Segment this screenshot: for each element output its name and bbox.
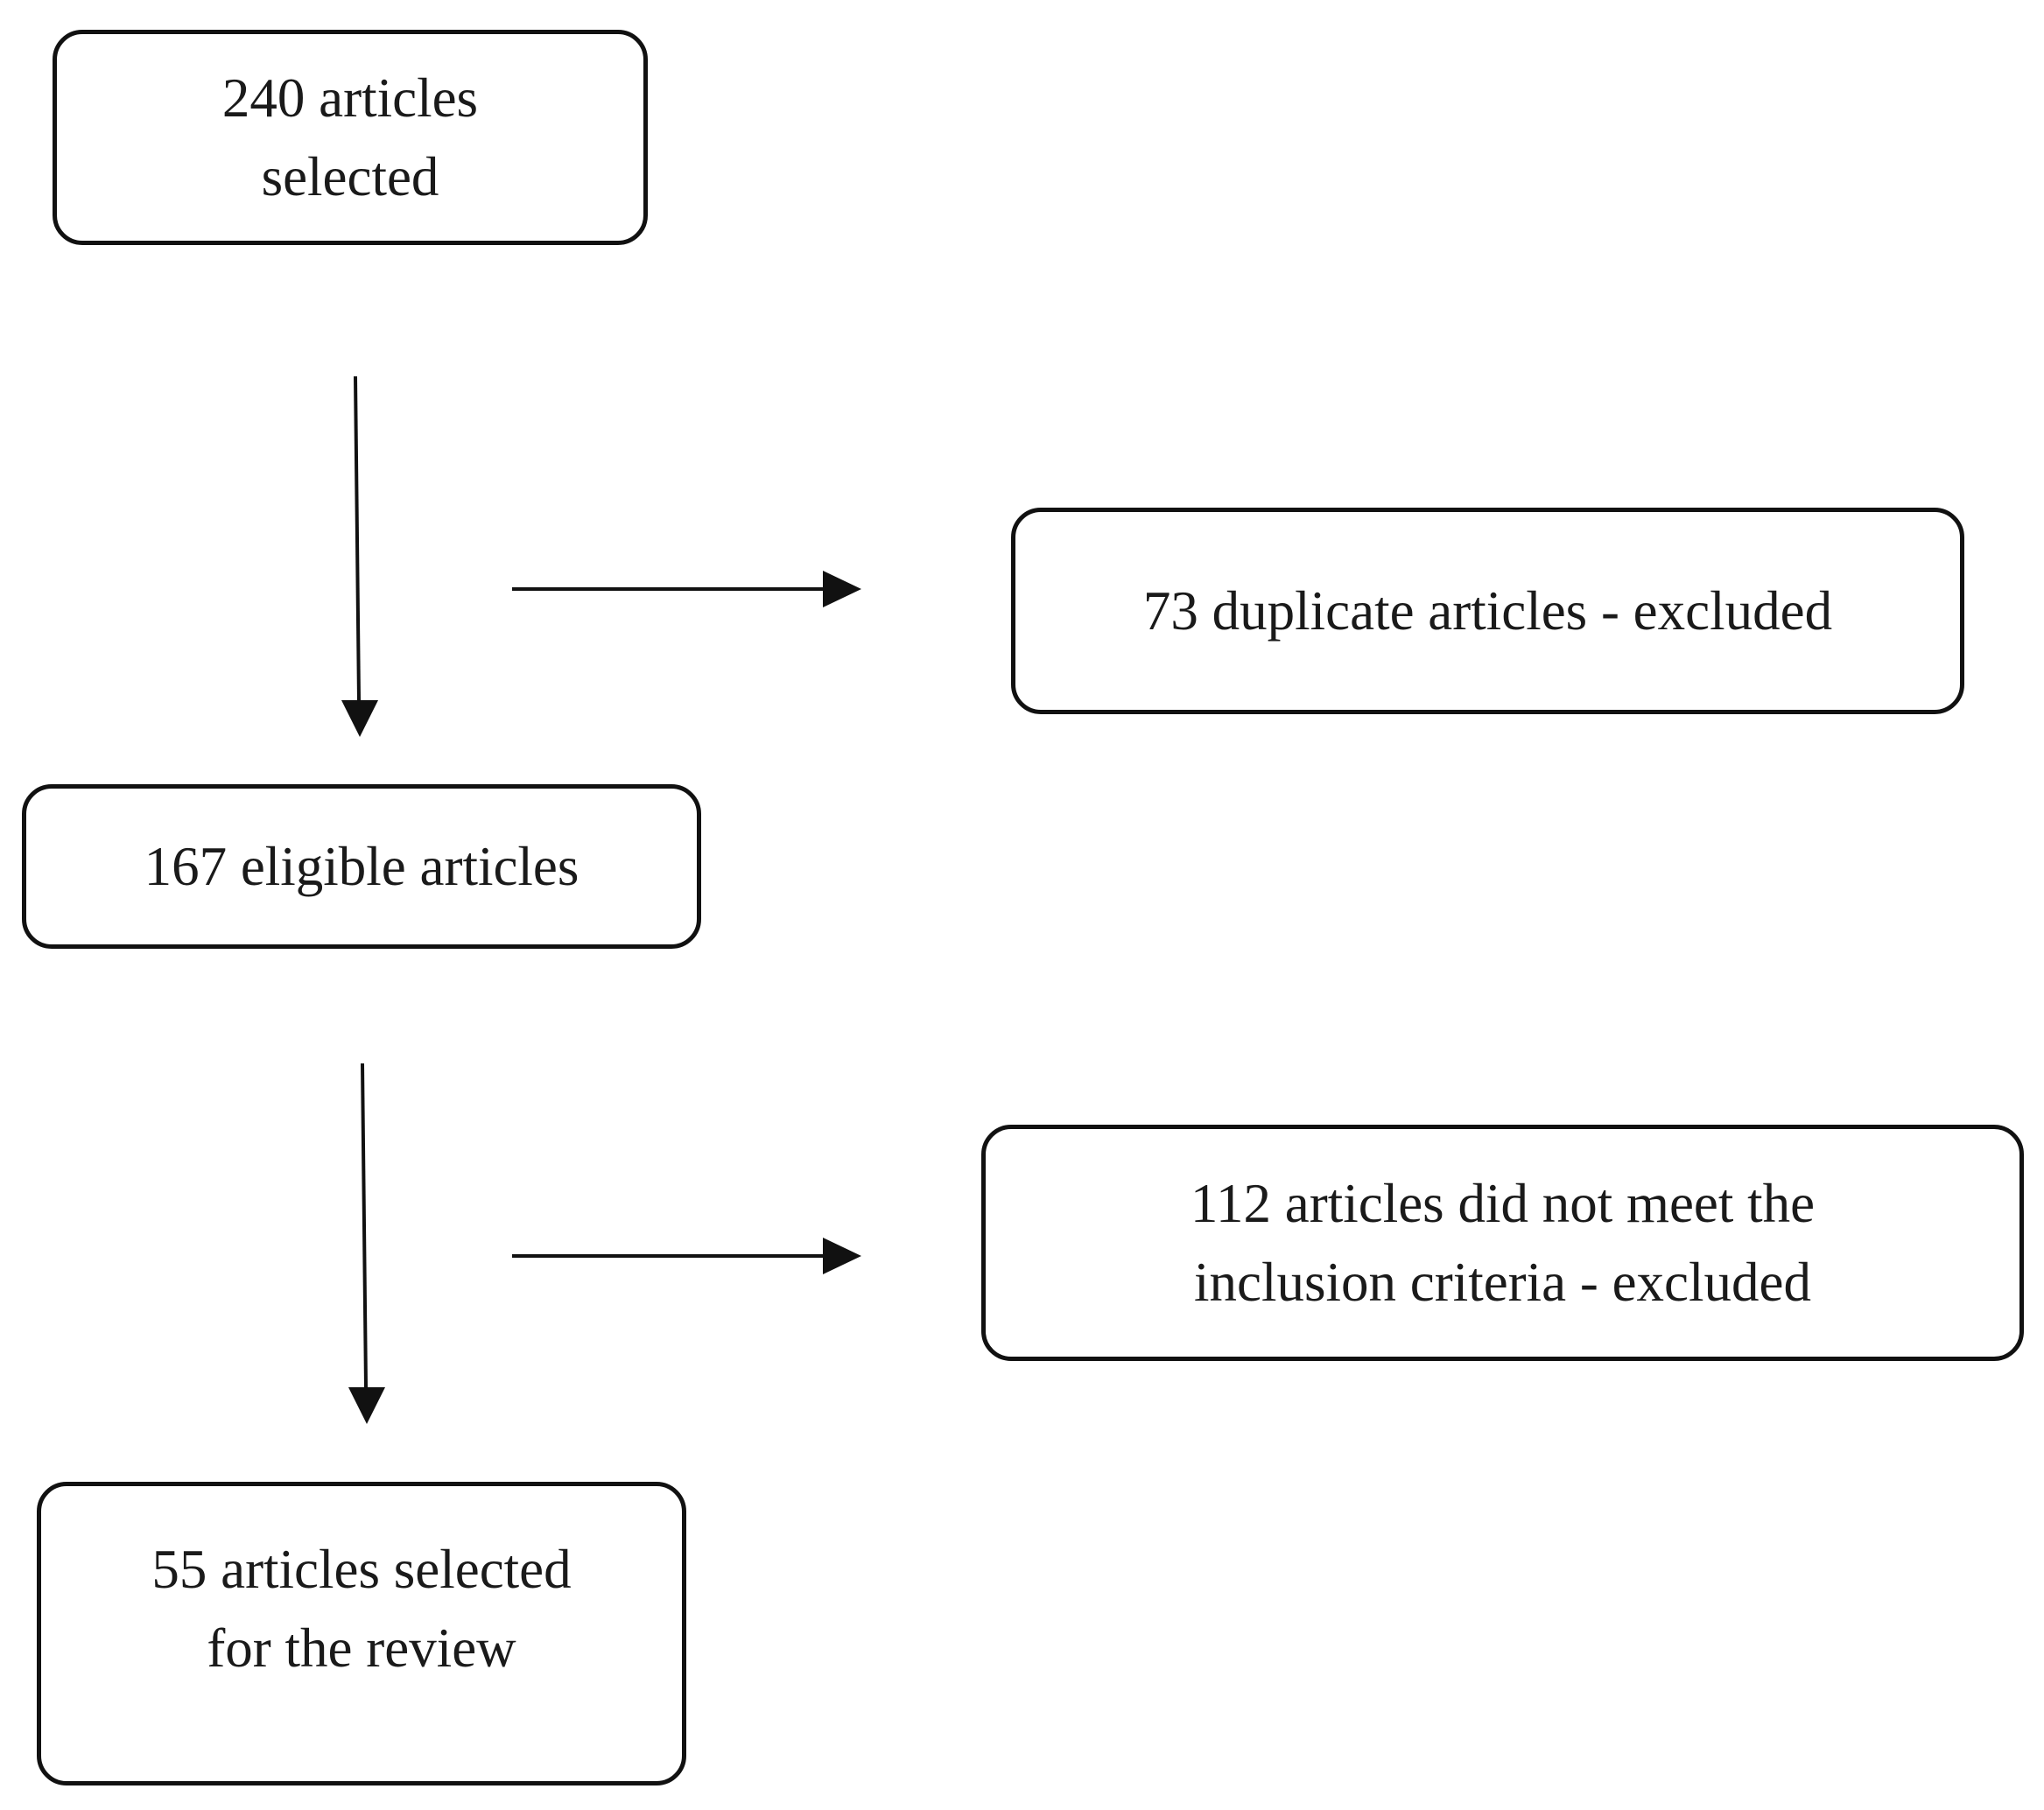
- final-selection-label: 55 articles selected for the review: [151, 1539, 572, 1679]
- eligible-articles-box: 167 eligible articles: [22, 784, 701, 949]
- arrow-down-2: [361, 1063, 368, 1388]
- final-selection-box: 55 articles selected for the review: [37, 1482, 686, 1785]
- criteria-excluded-label: 112 articles did not meet the inclusion …: [1190, 1173, 1816, 1313]
- arrowhead-right-1: [823, 571, 861, 607]
- arrowhead-down-1: [341, 700, 378, 737]
- arrowhead-down-2: [348, 1387, 385, 1424]
- criteria-excluded-box: 112 articles did not meet the inclusion …: [981, 1125, 2024, 1361]
- articles-selected-label: 240 articles selected: [221, 67, 479, 207]
- articles-selected-box: 240 articles selected: [53, 30, 648, 245]
- duplicates-excluded-box: 73 duplicate articles - excluded: [1011, 508, 1964, 714]
- arrow-down-1: [354, 375, 361, 701]
- arrowhead-right-2: [823, 1238, 861, 1274]
- eligible-articles-label: 167 eligible articles: [144, 836, 579, 897]
- duplicates-excluded-label: 73 duplicate articles - excluded: [1142, 580, 1833, 642]
